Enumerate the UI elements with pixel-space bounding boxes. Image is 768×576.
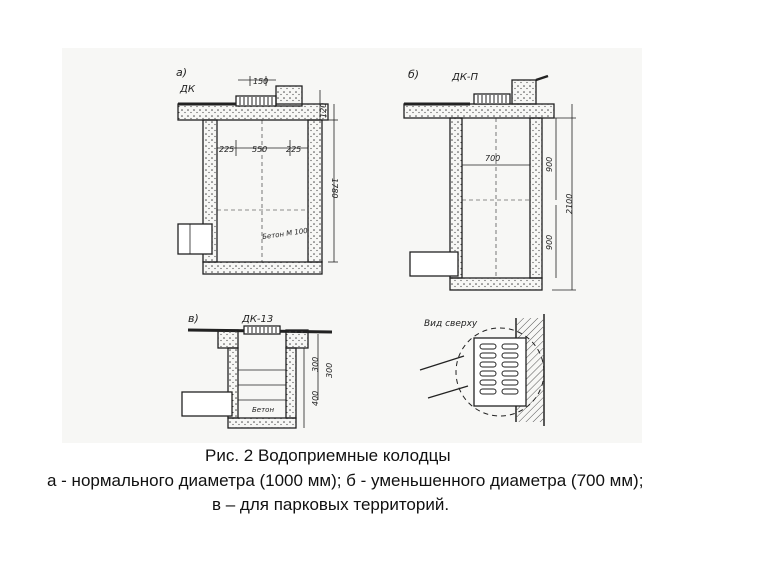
label-a-dim-top: 150 <box>253 77 268 86</box>
label-a-letter: а) <box>176 66 187 79</box>
label-d-title: Вид сверху <box>424 319 478 329</box>
label-a-dim-right: 225 <box>286 145 301 154</box>
label-c-cover: ДК-13 <box>241 314 273 325</box>
caption-line-c: в – для парковых территорий. <box>212 495 450 514</box>
caption-title: Рис. 2 Водоприемные колодцы <box>205 446 451 465</box>
diagram-a-normal-well <box>177 76 338 275</box>
label-b-dim-total: 2100 <box>565 194 574 214</box>
label-a-dim-120: 120 <box>319 103 328 118</box>
diagram-c-park-well <box>181 325 333 429</box>
diagram-d-top-view <box>419 314 545 426</box>
label-b-dim-900-top: 900 <box>545 157 554 172</box>
label-c-dim-300-b: 300 <box>325 363 334 378</box>
label-b-cover: ДК-П <box>451 72 479 83</box>
label-b-dim-900-bottom: 900 <box>545 235 554 250</box>
label-c-dim-400: 400 <box>311 391 320 406</box>
label-a-dim-height: 1780 <box>330 178 339 198</box>
label-a-dim-left: 225 <box>219 145 234 154</box>
label-c-letter: в) <box>188 312 199 325</box>
drawing-sheet: а) ДК 150 120 225 550 225 1780 Бетон М 1… <box>62 48 642 443</box>
scan-background <box>62 48 642 443</box>
label-a-cover: ДК <box>179 84 196 95</box>
diagram-b-reduced-well <box>403 74 576 291</box>
label-b-dim-inner: 700 <box>485 154 500 163</box>
label-b-letter: б) <box>408 68 419 81</box>
label-a-dim-mid: 550 <box>252 145 267 154</box>
label-c-dim-300-a: 300 <box>311 357 320 372</box>
caption-line-ab: а - нормального диаметра (1000 мм); б - … <box>47 471 644 490</box>
label-c-concrete: Бетон <box>252 406 274 414</box>
